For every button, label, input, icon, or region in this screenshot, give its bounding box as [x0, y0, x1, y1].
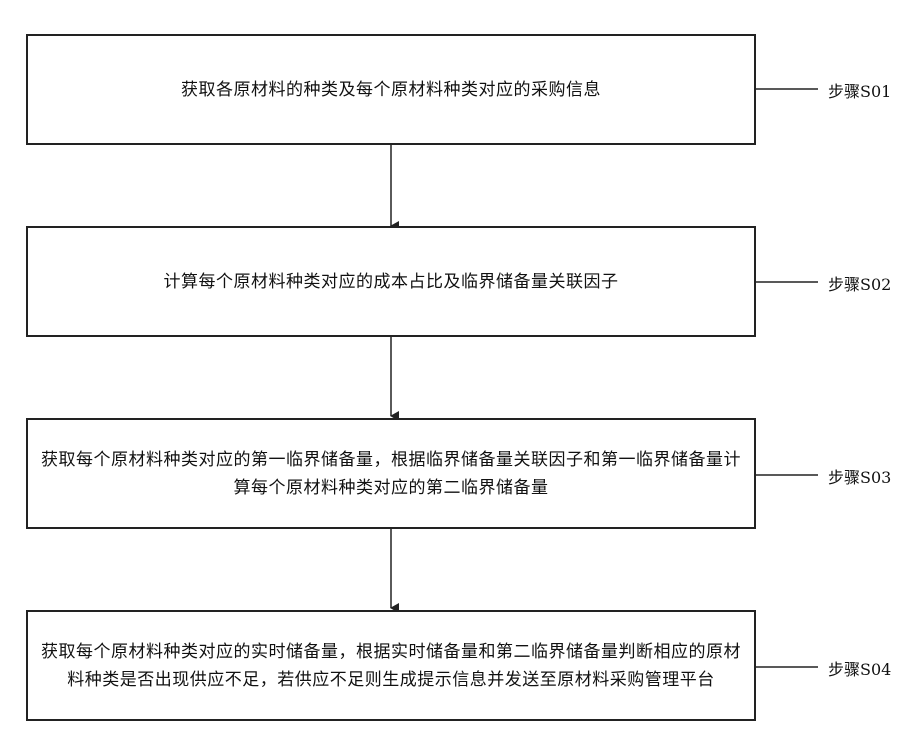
- step-box-s04: 获取每个原材料种类对应的实时储备量，根据实时储备量和第二临界储备量判断相应的原材…: [26, 610, 756, 721]
- step-box-s01: 获取各原材料的种类及每个原材料种类对应的采购信息: [26, 34, 756, 145]
- step-label-s02: 步骤S02: [828, 271, 891, 295]
- step-text-s04: 获取每个原材料种类对应的实时储备量，根据实时储备量和第二临界储备量判断相应的原材…: [28, 638, 754, 694]
- step-label-s03: 步骤S03: [828, 464, 891, 488]
- step-box-s03: 获取每个原材料种类对应的第一临界储备量，根据临界储备量关联因子和第一临界储备量计…: [26, 418, 756, 529]
- step-box-s02: 计算每个原材料种类对应的成本占比及临界储备量关联因子: [26, 226, 756, 337]
- step-text-s02: 计算每个原材料种类对应的成本占比及临界储备量关联因子: [154, 268, 629, 296]
- step-label-s01: 步骤S01: [828, 78, 891, 102]
- step-label-s04: 步骤S04: [828, 656, 891, 680]
- step-text-s03: 获取每个原材料种类对应的第一临界储备量，根据临界储备量关联因子和第一临界储备量计…: [28, 446, 754, 502]
- step-text-s01: 获取各原材料的种类及每个原材料种类对应的采购信息: [171, 76, 611, 104]
